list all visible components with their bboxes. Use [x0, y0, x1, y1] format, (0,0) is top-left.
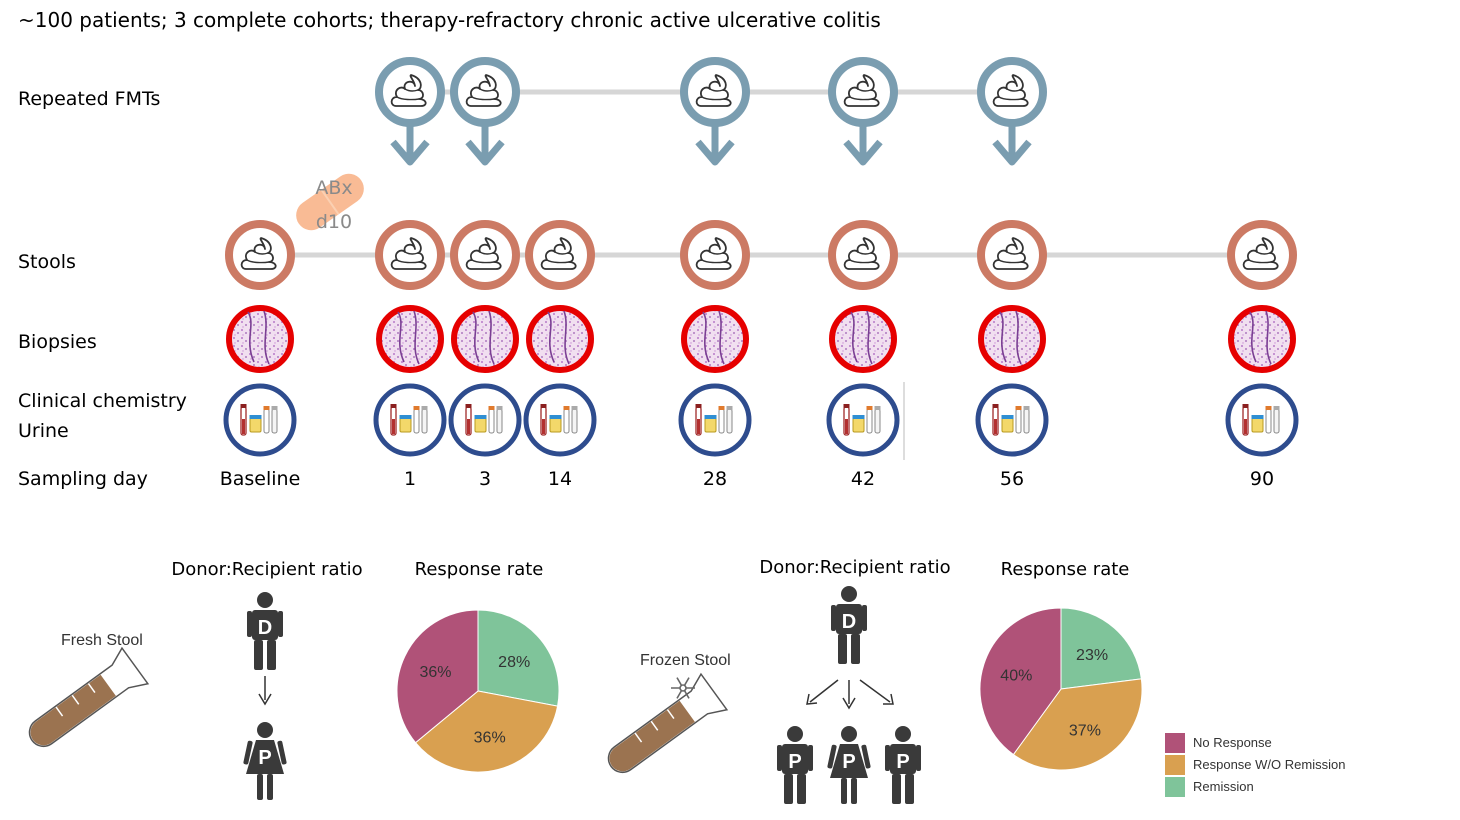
sample-tubes-icon [523, 383, 597, 457]
stool-icon [375, 220, 445, 290]
pie-slice-remission [1060, 607, 1142, 690]
pie-slice-no-response [979, 607, 1062, 756]
fresh-ratio-title: Donor:Recipient ratio [171, 559, 362, 580]
legend-label: Remission [1193, 779, 1254, 794]
sample-tubes-icon [223, 383, 297, 457]
row-label-sampling-day: Sampling day [18, 468, 148, 490]
fresh-response-pie: 28% 36% 36% [396, 609, 560, 773]
stool-icon [977, 220, 1047, 290]
tissue-biopsy-icon [451, 305, 519, 373]
legend-label: Response W/O Remission [1193, 757, 1345, 772]
sample-tubes-icon [975, 383, 1049, 457]
patient-letter: P [842, 751, 855, 773]
pie-data-label: 37% [1069, 722, 1101, 739]
sample-tubes-icon [448, 383, 522, 457]
legend-swatch [1165, 777, 1185, 797]
stool-download-pin-icon [680, 57, 750, 166]
row-label-urine: Urine [18, 420, 69, 442]
frozen-stool-tube-icon [607, 672, 729, 774]
legend-swatch [1165, 755, 1185, 775]
sample-tubes-icon [826, 383, 900, 457]
row-label-clinical: Clinical chemistry [18, 390, 187, 412]
pie-data-label: 23% [1076, 647, 1108, 664]
tissue-biopsy-icon [226, 305, 294, 373]
fresh-patient-icon: P [243, 722, 287, 800]
row-label-biopsies: Biopsies [18, 331, 97, 353]
fresh-stool-label: Fresh Stool [61, 632, 143, 649]
sampling-day-label: 14 [548, 468, 572, 490]
frozen-donor-icon: D [831, 586, 867, 664]
stool-download-pin-icon [828, 57, 898, 166]
stool-download-pin-icon [375, 57, 445, 166]
antibiotic-duration: d10 [316, 211, 352, 233]
fresh-pie-title: Response rate [415, 559, 544, 580]
sampling-day-row: Baseline 1 3 14 28 42 56 90 [220, 468, 1274, 490]
tissue-biopsy-icon [376, 305, 444, 373]
fresh-stool-tube-icon [28, 646, 150, 748]
pie-slice-response-w-o-remission [1012, 678, 1143, 771]
pie-slice-response-w-o-remission [414, 690, 559, 773]
antibiotic-label: ABx [315, 177, 352, 199]
pie-data-label: 40% [1000, 667, 1032, 684]
pie-data-label: 36% [419, 664, 451, 681]
frozen-patient-icon: P [777, 726, 813, 804]
sampling-day-label: 90 [1250, 468, 1274, 490]
stool-icon [225, 220, 295, 290]
stool-icon [680, 220, 750, 290]
legend-swatch [1165, 733, 1185, 753]
stool-download-pin-icon [450, 57, 520, 166]
frozen-stool-label: Frozen Stool [640, 652, 731, 669]
frozen-patient-icon: P [885, 726, 921, 804]
stool-row [225, 220, 1297, 290]
tissue-biopsy-icon [1228, 305, 1296, 373]
frozen-ratio-title: Donor:Recipient ratio [759, 557, 950, 578]
frozen-patient-icon: P [827, 726, 871, 804]
sampling-day-label: 3 [479, 468, 491, 490]
sample-tubes-icon [373, 383, 447, 457]
sampling-day-label: 56 [1000, 468, 1024, 490]
sample-tubes-icon [678, 383, 752, 457]
fmt-row [375, 57, 1047, 166]
frozen-arrows [806, 679, 894, 710]
antibiotic-capsule-icon: ABx d10 [296, 173, 364, 233]
snowflake-icon [671, 677, 695, 699]
tissue-biopsy-icon [681, 305, 749, 373]
tissue-biopsy-icon [526, 305, 594, 373]
sample-tubes-icon [1225, 383, 1299, 457]
patient-letter: P [788, 751, 801, 773]
row-label-stools: Stools [18, 251, 76, 273]
clinical-row [223, 383, 1299, 457]
legend-label: No Response [1193, 735, 1272, 750]
fresh-donor-icon: D [247, 592, 283, 670]
stool-icon [1227, 220, 1297, 290]
figure-title: ~100 patients; 3 complete cohorts; thera… [18, 8, 881, 32]
patient-letter: P [896, 751, 909, 773]
stool-icon [828, 220, 898, 290]
pie-data-label: 36% [474, 730, 506, 747]
pie-data-label: 28% [498, 654, 530, 671]
donor-letter: D [842, 611, 856, 633]
biopsy-row [226, 305, 1296, 373]
sampling-day-label: 42 [851, 468, 875, 490]
patient-letter: P [258, 747, 271, 769]
row-label-fmt: Repeated FMTs [18, 88, 160, 110]
frozen-pie-title: Response rate [1001, 559, 1130, 580]
pie-slice-no-response [396, 609, 479, 744]
sampling-day-label: 28 [703, 468, 727, 490]
stool-icon [450, 220, 520, 290]
sampling-day-label: 1 [404, 468, 416, 490]
tissue-biopsy-icon [829, 305, 897, 373]
stool-download-pin-icon [977, 57, 1047, 166]
pie-slice-remission [477, 609, 560, 707]
sampling-day-label: Baseline [220, 468, 301, 490]
frozen-response-pie: 23% 37% 40% [979, 607, 1143, 771]
stool-icon [525, 220, 595, 290]
donor-letter: D [258, 617, 272, 639]
tissue-biopsy-icon [978, 305, 1046, 373]
